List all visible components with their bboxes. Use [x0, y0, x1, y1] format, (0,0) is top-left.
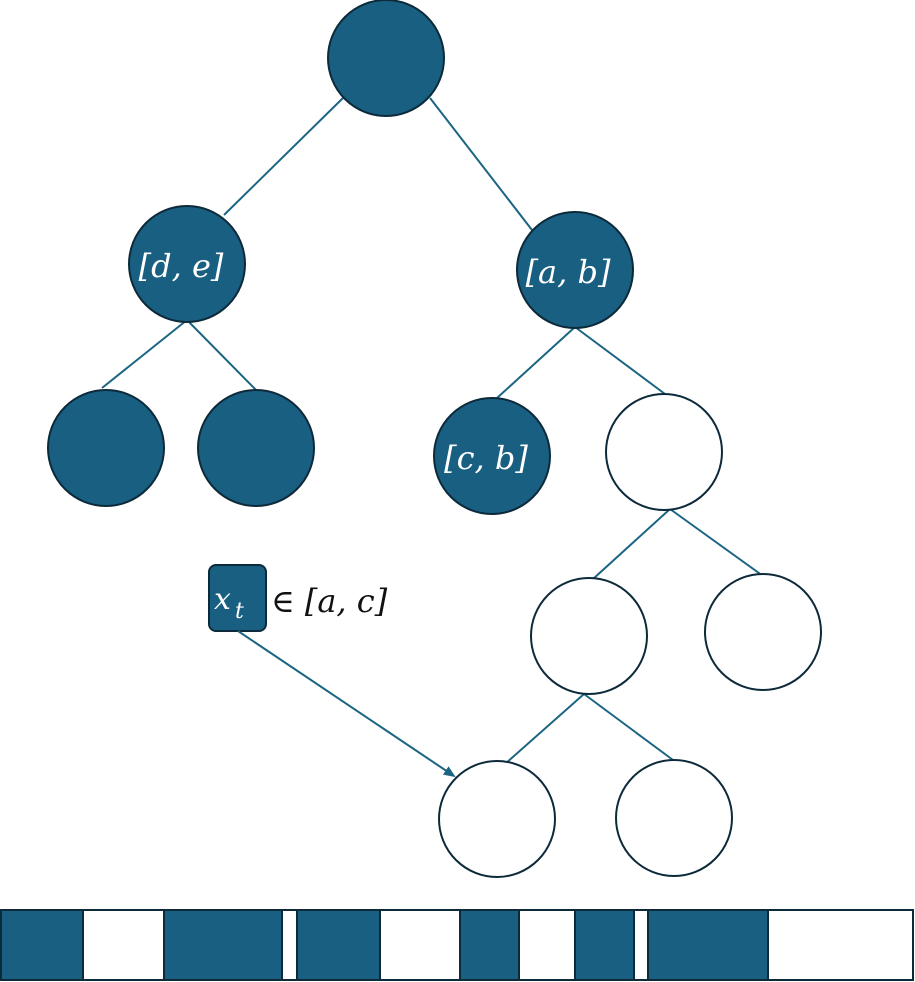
left-node-label: [d, e] — [139, 247, 224, 285]
right-node-label: [a, b] — [526, 253, 611, 291]
query-arrow — [237, 630, 456, 778]
edge-rrl-right — [583, 693, 674, 761]
query-symbol: x — [214, 582, 231, 617]
edge-root-left — [223, 97, 344, 216]
bar-segment-6 — [380, 910, 460, 980]
right-right-node — [605, 393, 723, 511]
edge-rr-left — [592, 508, 671, 580]
edge-right-rightright — [574, 326, 666, 395]
bar-segment-3 — [164, 910, 282, 980]
rrl-right-leaf — [615, 759, 733, 877]
query-range: ∈ [a, c] — [271, 582, 388, 620]
query-subscript: t — [235, 599, 244, 624]
bar-segment-border-12 — [767, 909, 914, 981]
query-box — [208, 564, 267, 632]
right-node — [516, 211, 634, 329]
tree-edges — [101, 97, 764, 765]
edge-left-rightleaf — [186, 319, 257, 391]
edge-root-right — [429, 97, 533, 231]
bar-segment-12 — [768, 910, 913, 980]
bar-segment-9 — [575, 910, 634, 980]
bar-segment-4 — [282, 910, 297, 980]
right-left-node — [433, 397, 551, 515]
edge-rr-right — [669, 508, 764, 577]
bar-segment-5 — [297, 910, 380, 980]
left-node — [128, 205, 246, 323]
root-node — [327, 0, 445, 117]
edge-right-rightleft — [496, 326, 576, 399]
query-element: x t ∈ [a, c] — [208, 564, 456, 778]
bar-segment-2 — [83, 910, 164, 980]
bar-segment-10 — [634, 910, 648, 980]
bar-segment-8 — [519, 910, 575, 980]
rrl-left-leaf — [438, 760, 556, 878]
left-right-leaf — [197, 389, 315, 507]
right-left-node-label: [c, b] — [444, 439, 528, 477]
bar-segment-11 — [648, 910, 768, 980]
bar-segment-7 — [460, 910, 519, 980]
tree-nodes: [d, e] [a, b] [c, b] — [47, 0, 822, 878]
bar-segment-1 — [1, 910, 83, 980]
edge-rrl-left — [504, 693, 585, 765]
rr-right-node — [704, 573, 822, 691]
left-left-leaf — [47, 389, 165, 507]
rr-left-node — [530, 577, 648, 695]
edge-left-leftleaf — [101, 319, 188, 389]
segment-bar — [0, 909, 914, 981]
